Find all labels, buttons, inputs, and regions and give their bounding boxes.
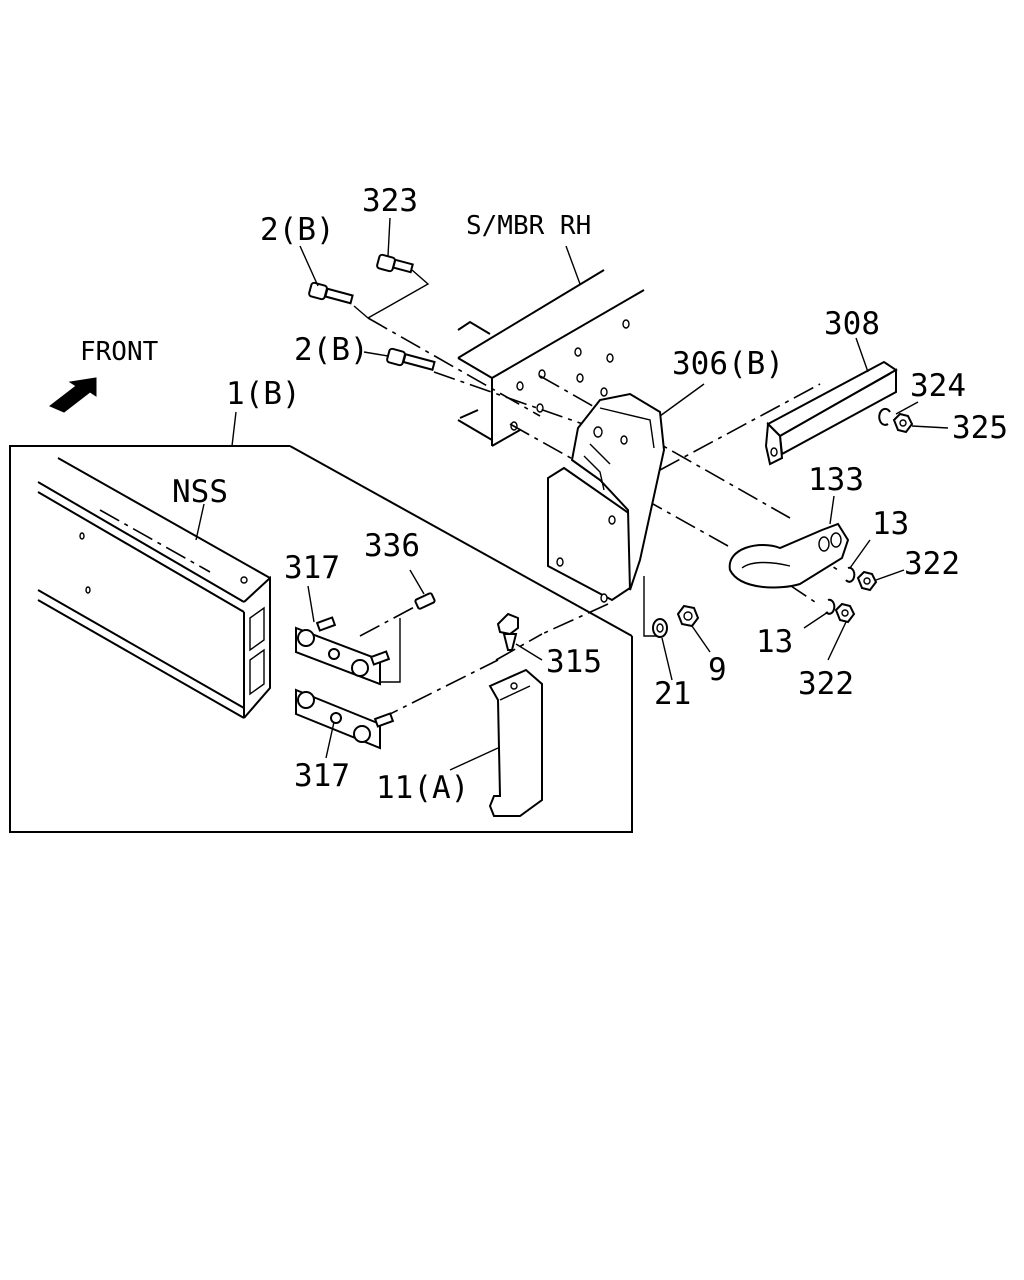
pin-336 <box>414 592 436 610</box>
front-label: FRONT <box>80 337 159 367</box>
detail-frame <box>9 445 633 833</box>
nut-325 <box>892 412 914 434</box>
label-2b-mid: 2(B) <box>294 332 369 368</box>
member-holes <box>510 319 630 431</box>
label-133: 133 <box>808 462 864 498</box>
mudguard-11a <box>488 668 543 817</box>
label-325: 325 <box>952 410 1008 446</box>
nut-9 <box>676 604 700 628</box>
clip-13-bot <box>825 598 836 615</box>
bracket-306b <box>547 392 666 603</box>
label-21: 21 <box>654 676 691 712</box>
label-322-top: 322 <box>904 546 960 582</box>
bolt-2b-mid <box>386 347 436 371</box>
washer-324 <box>878 407 891 426</box>
bracket-308 <box>764 360 898 466</box>
label-306b: 306(B) <box>672 346 784 382</box>
label-2b-top: 2(B) <box>260 212 335 248</box>
bolt-2b-top <box>308 281 354 305</box>
label-9: 9 <box>708 652 727 688</box>
label-336: 336 <box>364 528 420 564</box>
part-labels: 323 2(B) S/MBR RH 2(B) 1(B) 306(B) 308 3… <box>172 183 1008 806</box>
tow-hook-133 <box>728 522 850 589</box>
label-323: 323 <box>362 183 418 219</box>
plate-317-top <box>295 616 391 686</box>
label-322-bot: 322 <box>798 666 854 702</box>
nss-beam <box>37 457 271 719</box>
label-308: 308 <box>824 306 880 342</box>
label-13-top: 13 <box>872 506 909 542</box>
leader-lines <box>195 217 949 771</box>
label-1b: 1(B) <box>226 376 301 412</box>
nut-322-bot <box>834 602 856 624</box>
label-11a: 11(A) <box>376 770 469 806</box>
label-side-member: S/MBR RH <box>466 211 591 241</box>
front-arrow-icon <box>49 377 97 413</box>
bolt-323 <box>376 253 414 274</box>
label-315: 315 <box>546 644 602 680</box>
clip-13-top <box>845 566 856 583</box>
assembly-lines <box>353 269 839 721</box>
label-nss: NSS <box>172 474 228 510</box>
label-324: 324 <box>910 368 966 404</box>
clip-315 <box>496 612 519 651</box>
label-13-bot: 13 <box>756 624 793 660</box>
side-member-rh <box>457 269 645 447</box>
front-indicator: FRONT <box>49 337 159 413</box>
label-317-bot: 317 <box>294 758 350 794</box>
plate-317-bot <box>295 688 395 750</box>
washer-21 <box>652 618 668 638</box>
nut-322-top <box>856 570 878 592</box>
label-317-top: 317 <box>284 550 340 586</box>
